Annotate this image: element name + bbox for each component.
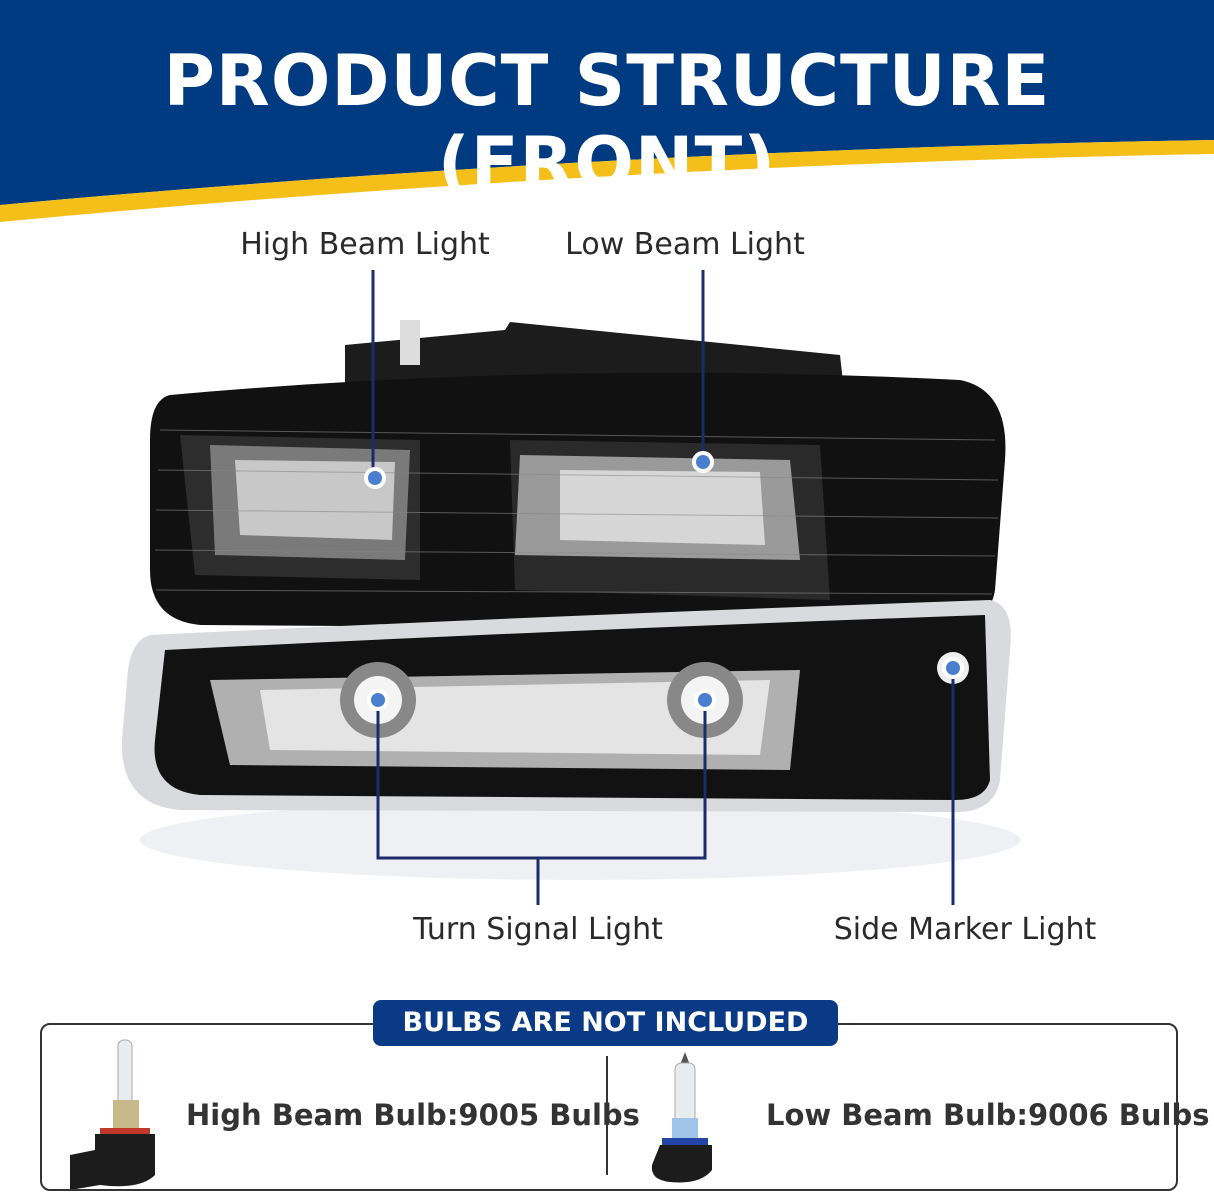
page-title: PRODUCT STRUCTURE (FRONT) bbox=[163, 40, 1051, 204]
leader-lines bbox=[371, 270, 955, 905]
bulbs-not-included-badge: BULBS ARE NOT INCLUDED bbox=[373, 1000, 838, 1046]
label-high-beam-light: High Beam Light bbox=[240, 227, 490, 262]
callout-dots bbox=[364, 451, 964, 711]
high-beam-bulb-text: High Beam Bulb:9005 Bulbs bbox=[186, 1098, 640, 1132]
label-low-beam-light: Low Beam Light bbox=[565, 227, 805, 262]
label-side-marker-light: Side Marker Light bbox=[833, 912, 1097, 947]
low-beam-bulb-text: Low Beam Bulb:9006 Bulbs bbox=[766, 1098, 1210, 1132]
9006-bulb-image bbox=[651, 1052, 712, 1183]
header-banner bbox=[0, 0, 1214, 205]
header-stripe bbox=[0, 140, 1214, 222]
9005-bulb-image bbox=[70, 1039, 155, 1190]
label-turn-signal-light: Turn Signal Light bbox=[413, 912, 663, 947]
headlight-image bbox=[121, 320, 1020, 880]
